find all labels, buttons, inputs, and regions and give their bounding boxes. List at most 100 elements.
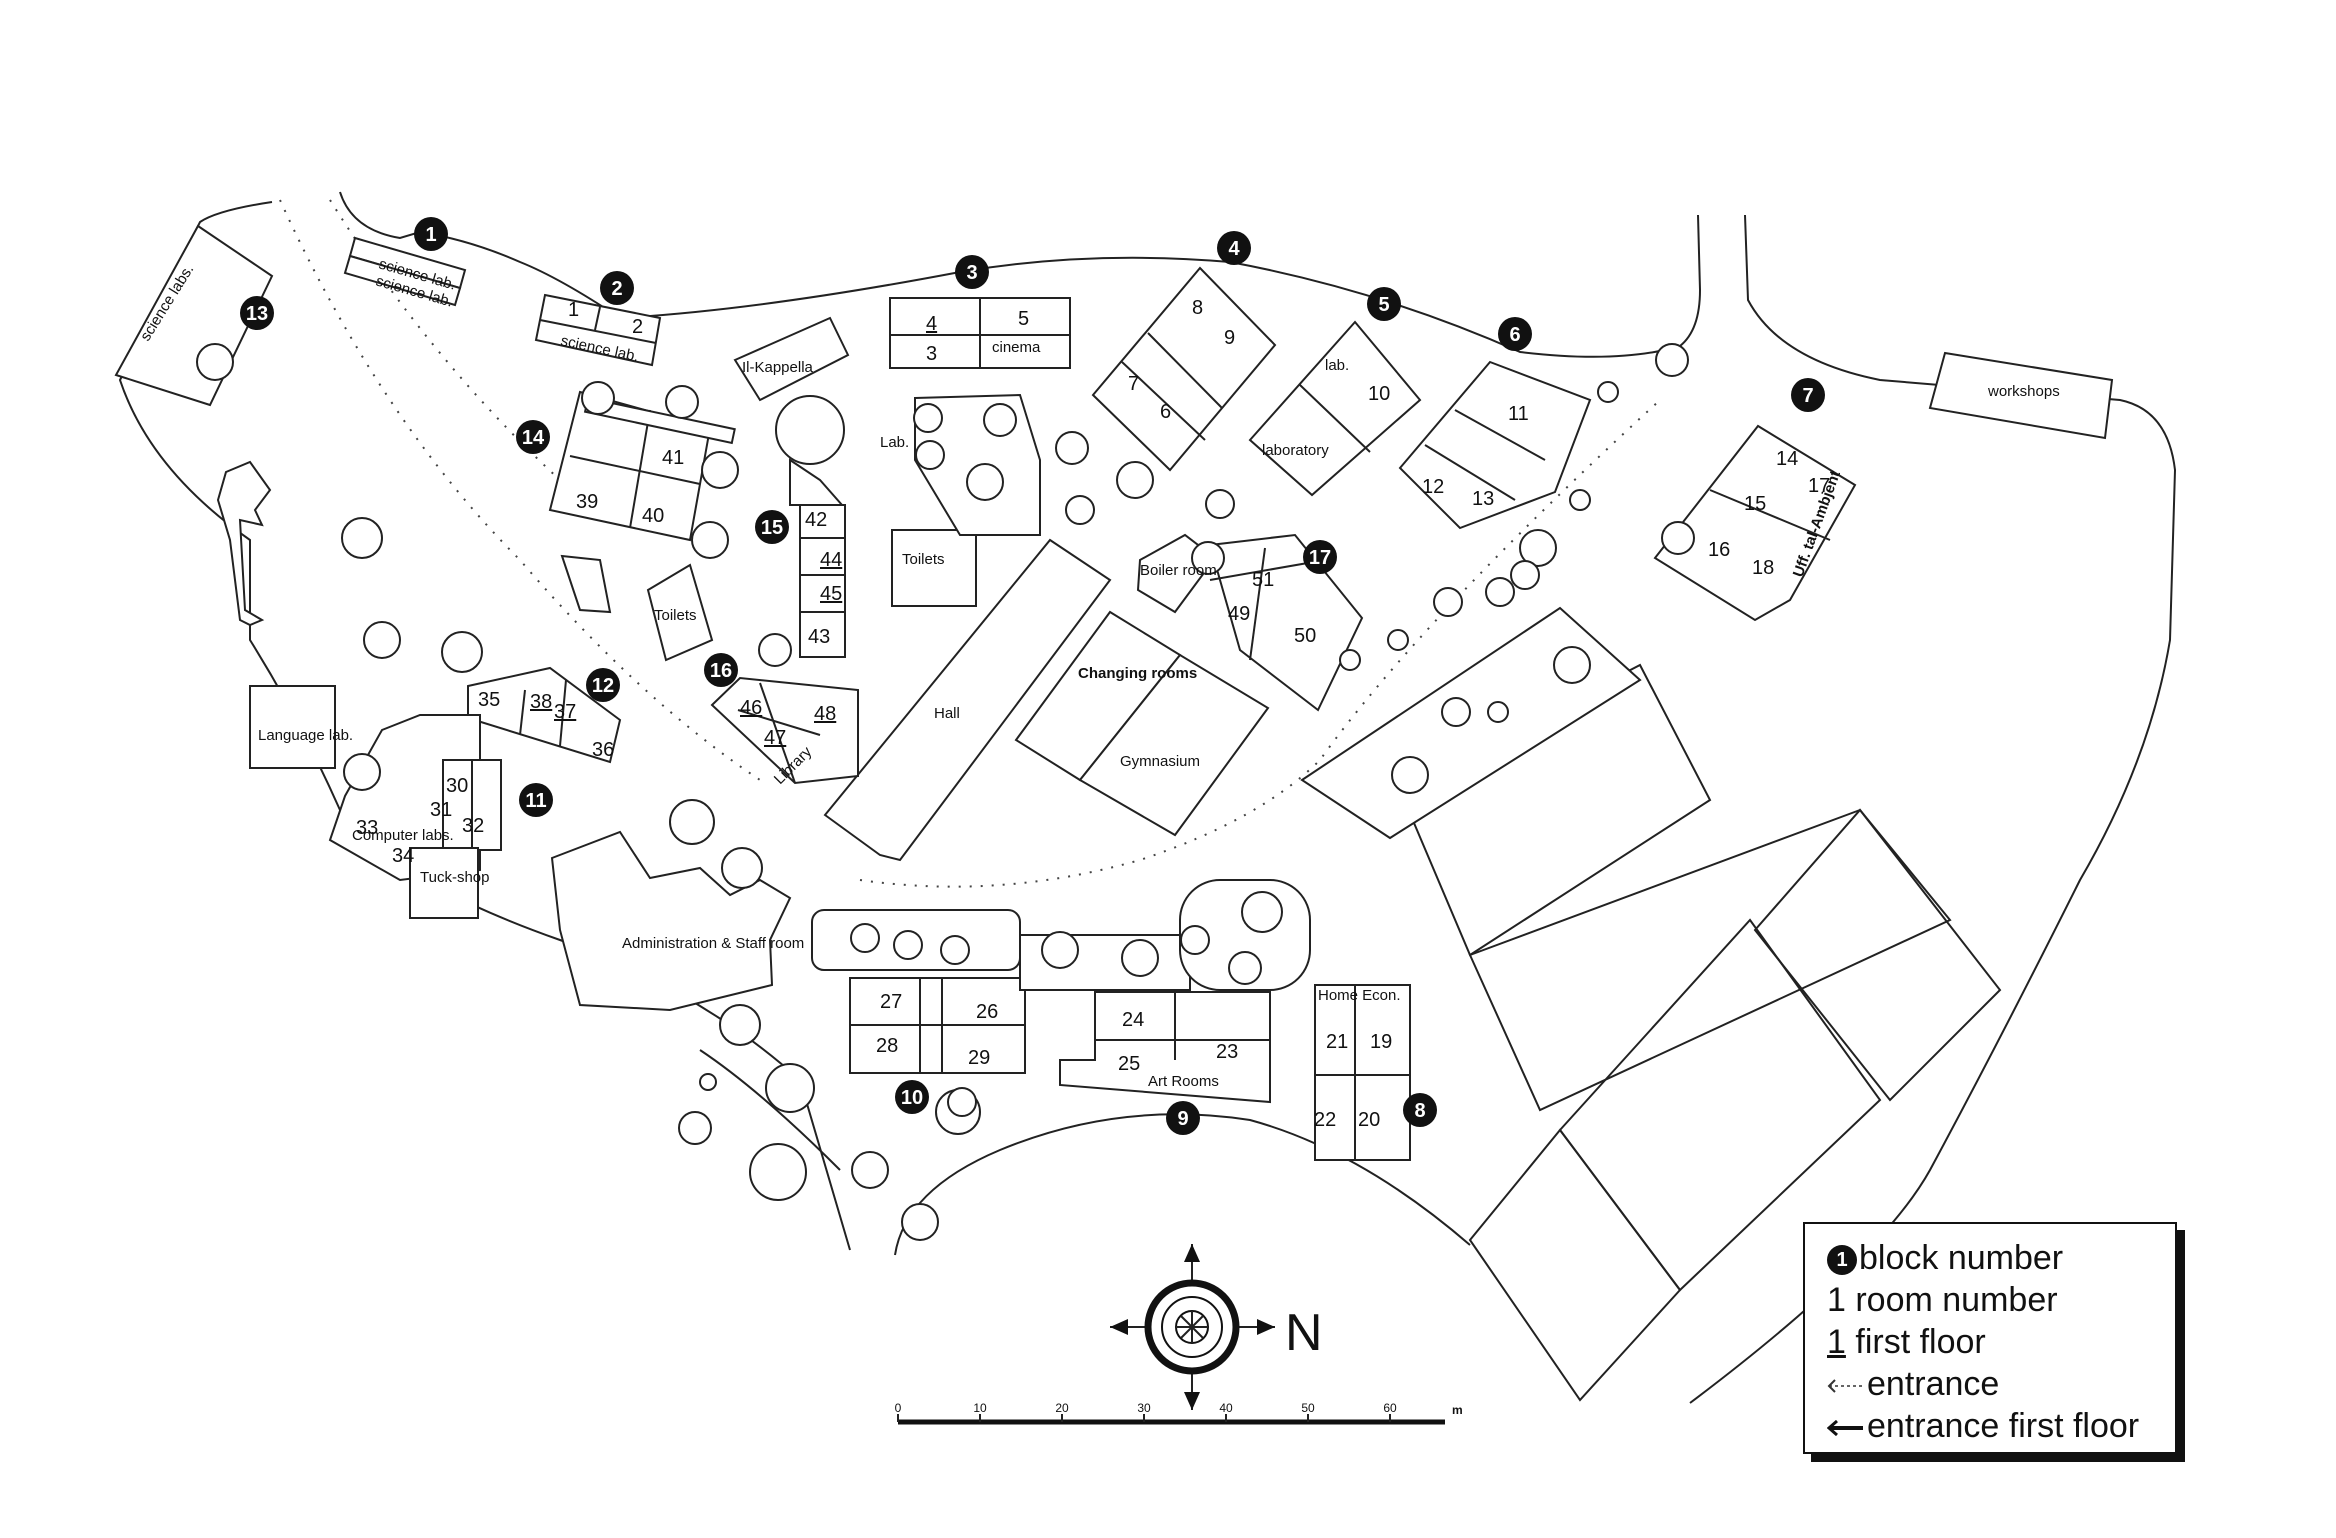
scale-tick-60: 60 [1383, 1401, 1397, 1415]
room-50: 50 [1294, 625, 1316, 647]
block-5-building [1248, 320, 1422, 497]
room-8: 8 [1192, 297, 1203, 319]
court-grid-2 [1753, 808, 2002, 1102]
room-13: 13 [1472, 488, 1494, 510]
svg-text:1: 1 [425, 224, 436, 246]
compass: N [1110, 1244, 1323, 1410]
svg-text:14: 14 [522, 427, 545, 449]
scale-tick-10: 10 [973, 1401, 987, 1415]
room-12: 12 [1422, 476, 1444, 498]
svg-text:16: 16 [710, 660, 732, 682]
room-46: 46 [740, 697, 762, 719]
kappella-building [733, 316, 850, 402]
room-7: 7 [1128, 373, 1139, 395]
room-10: 10 [1368, 383, 1390, 405]
room-14: 14 [1776, 448, 1798, 470]
label-lab-small: lab. [1325, 357, 1349, 374]
label-home-econ: Home Econ. [1318, 987, 1401, 1004]
room-32: 32 [462, 815, 484, 837]
svg-text:2: 2 [611, 278, 622, 300]
svg-text:8: 8 [1414, 1100, 1425, 1122]
tuck-shop-building [409, 847, 479, 919]
room-29: 29 [968, 1047, 990, 1069]
room-19: 19 [1370, 1031, 1392, 1053]
label-computer-labs: Computer labs. [352, 827, 454, 844]
svg-text:17: 17 [1309, 547, 1331, 569]
site-boundary-northeast [1689, 214, 2177, 1404]
block-marker-2: 2 [600, 271, 634, 305]
legend-room-number: 1 room number [1827, 1281, 2058, 1319]
room-26: 26 [976, 1001, 998, 1023]
svg-text:5: 5 [1378, 294, 1389, 316]
label-lab: Lab. [880, 434, 909, 451]
block-marker-11: 11 [519, 783, 553, 817]
room-39: 39 [576, 491, 598, 513]
room-3: 3 [926, 343, 937, 365]
svg-text:4: 4 [1228, 238, 1240, 260]
svg-text:13: 13 [246, 303, 268, 325]
room-47: 47 [764, 727, 786, 749]
hall-building [823, 538, 1112, 862]
label-laboratory: laboratory [1262, 442, 1329, 459]
court-grid-4 [1558, 918, 1882, 1292]
shed-west [560, 554, 612, 614]
svg-text:3: 3 [966, 262, 977, 284]
scale-tick-20: 20 [1055, 1401, 1069, 1415]
room-25: 25 [1118, 1053, 1140, 1075]
room-9: 9 [1224, 327, 1235, 349]
block-15-annex [789, 458, 845, 506]
block-2-building [534, 293, 662, 367]
scale-tick-40: 40 [1219, 1401, 1233, 1415]
room-35: 35 [478, 689, 500, 711]
room-42: 42 [805, 509, 827, 531]
label-hall: Hall [934, 705, 960, 722]
room-37: 37 [554, 701, 576, 723]
block-marker-3: 3 [955, 255, 989, 289]
room-41: 41 [662, 447, 684, 469]
block-9-art-rooms [1059, 991, 1271, 1104]
room-36: 36 [592, 739, 614, 761]
block-marker-7: 7 [1791, 378, 1825, 412]
block-markers: 1 2 3 4 5 6 7 8 9 10 11 12 13 14 15 16 1… [240, 217, 1825, 1135]
svg-text:12: 12 [592, 675, 614, 697]
room-34: 34 [392, 845, 414, 867]
svg-text:6: 6 [1509, 324, 1520, 346]
block-marker-1: 1 [414, 217, 448, 251]
room-27: 27 [880, 991, 902, 1013]
room-33: 33 [356, 817, 378, 839]
dotted-path-1 [279, 199, 761, 781]
label-workshops: workshops [1987, 383, 2060, 400]
block-marker-14: 14 [516, 420, 550, 454]
block-marker-4: 4 [1217, 231, 1251, 265]
scale-bar: 0 10 20 30 40 50 60 m [895, 1401, 1463, 1425]
svg-text:9: 9 [1177, 1108, 1188, 1130]
block-marker-13: 13 [240, 296, 274, 330]
science-lab-strip-2 [343, 254, 462, 307]
language-lab-building [249, 685, 336, 769]
road-south [894, 1113, 1471, 1256]
road-south-2 [699, 1049, 841, 1171]
block-marker-8: 8 [1403, 1093, 1437, 1127]
scale-unit: m [1452, 1403, 1463, 1417]
svg-text:7: 7 [1802, 385, 1813, 407]
legend-entrance-first-floor: entrance first floor [1827, 1406, 2139, 1446]
label-toilets-central: Toilets [902, 551, 945, 568]
block-12-building [467, 666, 622, 764]
room-17: 17 [1808, 475, 1830, 497]
administration-building [550, 830, 792, 1012]
svg-text:11: 11 [525, 790, 546, 812]
room-45: 45 [820, 583, 842, 605]
legend-block-dot: 1 [1827, 1245, 1857, 1276]
room-16: 16 [1708, 539, 1730, 561]
legend-first-floor: 1 first floor [1827, 1323, 1986, 1361]
room-6: 6 [1160, 401, 1171, 423]
room-1: 1 [568, 299, 579, 321]
room-23: 23 [1216, 1041, 1238, 1063]
label-cinema: cinema [992, 339, 1041, 356]
room-48: 48 [814, 703, 836, 725]
room-21: 21 [1326, 1031, 1348, 1053]
room-15: 15 [1744, 493, 1766, 515]
